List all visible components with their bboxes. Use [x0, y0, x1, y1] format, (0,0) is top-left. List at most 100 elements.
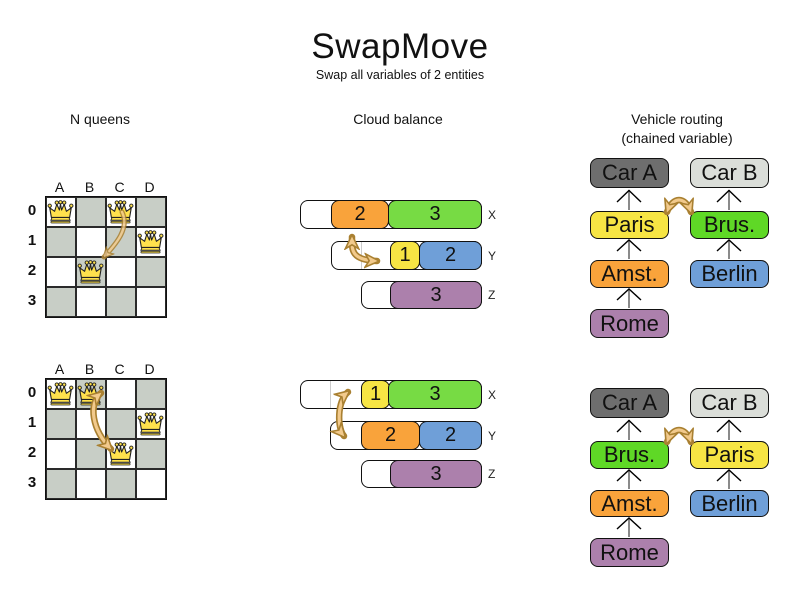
process-value: 1	[399, 244, 411, 266]
cloud-row-label: Z	[488, 288, 496, 302]
cloud-row-label: Y	[488, 429, 497, 443]
vrp-node-berlin-before: Berlin	[690, 260, 769, 288]
swap-arrow-icon	[663, 196, 695, 212]
cloud-row-label: X	[488, 388, 497, 402]
cloud-process-block: 2	[419, 421, 482, 450]
vrp-node-label: Car A	[601, 160, 658, 185]
vrp-header-line2: (chained variable)	[621, 130, 733, 146]
col-label: C	[114, 361, 126, 377]
queen-icon	[107, 200, 134, 224]
queen-icon	[137, 412, 164, 436]
row-label: 1	[27, 414, 37, 431]
board-cell	[46, 469, 76, 499]
vrp-node-label: Rome	[600, 539, 659, 565]
row-label: 0	[27, 384, 37, 401]
board-cell	[46, 227, 76, 257]
board-row-labels-after: 0 1 2 3	[22, 378, 42, 498]
vrp-node-amst-after: Amst.	[590, 490, 669, 517]
board-cell	[46, 287, 76, 317]
cloud-row-label: Z	[488, 467, 496, 481]
vrp-node-car-b-before: Car B	[690, 158, 769, 188]
cloud-row-label: Y	[488, 249, 497, 263]
page-title: SwapMove	[311, 27, 489, 66]
col-label: A	[54, 179, 66, 195]
vrp-node-brus-before: Brus.	[690, 211, 769, 239]
vrp-node-label: Car B	[701, 160, 758, 185]
cloud-process-block: 1	[390, 241, 420, 270]
board-cell	[106, 379, 136, 409]
board-cell	[46, 257, 76, 287]
process-value: 3	[430, 462, 442, 485]
cloud-process-block: 3	[390, 281, 482, 309]
cloud-process-block: 1	[361, 380, 390, 409]
process-value: 2	[384, 424, 397, 446]
board-cell	[136, 379, 166, 409]
board-cell	[76, 287, 106, 317]
grid-divider	[361, 242, 362, 269]
swap-arrow-icon	[663, 426, 695, 442]
vrp-node-car-a-after: Car A	[590, 388, 669, 418]
vrp-node-car-b-after: Car B	[690, 388, 769, 418]
cloud-header: Cloud balance	[353, 111, 443, 127]
board-cell	[136, 257, 166, 287]
board-cell	[76, 469, 106, 499]
vrp-node-label: Rome	[600, 310, 659, 336]
board-cell	[106, 227, 136, 257]
board-cell	[136, 197, 166, 227]
board-cell	[76, 409, 106, 439]
queen-icon	[77, 260, 104, 284]
row-label: 2	[27, 444, 37, 461]
vrp-header-line1: Vehicle routing	[631, 111, 723, 127]
row-label: 1	[27, 232, 37, 249]
vrp-node-label: Paris	[704, 442, 755, 467]
board-cell	[46, 409, 76, 439]
board-col-labels-before: A B C D	[45, 179, 165, 195]
board-cell	[136, 287, 166, 317]
cloud-row-label: X	[488, 208, 497, 222]
row-label: 2	[27, 262, 37, 279]
cloud-process-block: 2	[419, 241, 482, 270]
board-cell	[76, 439, 106, 469]
cloud-process-block: 3	[388, 380, 482, 409]
col-label: B	[84, 361, 96, 377]
board-col-labels-after: A B C D	[45, 361, 165, 377]
process-value: 3	[429, 203, 441, 225]
vrp-node-amst-before: Amst.	[590, 260, 669, 288]
board-cell	[106, 469, 136, 499]
board-cell	[136, 409, 166, 439]
vrp-node-brus-after: Brus.	[590, 441, 669, 469]
col-label: A	[54, 361, 66, 377]
process-value: 3	[429, 383, 441, 405]
board-cell	[106, 439, 136, 469]
queen-icon	[77, 382, 104, 406]
cloud-process-block: 2	[331, 200, 389, 229]
board-cell	[76, 227, 106, 257]
queen-icon	[47, 382, 74, 406]
col-label: C	[114, 179, 126, 195]
board-cell	[136, 469, 166, 499]
board-cell	[46, 197, 76, 227]
vrp-node-paris-after: Paris	[690, 441, 769, 469]
cloud-process-block: 3	[390, 460, 482, 488]
vrp-node-label: Berlin	[701, 261, 758, 286]
process-value: 3	[430, 283, 442, 306]
board-row-labels-before: 0 1 2 3	[22, 196, 42, 316]
vrp-node-berlin-after: Berlin	[690, 490, 769, 517]
board-cell	[106, 287, 136, 317]
col-label: B	[84, 179, 96, 195]
chain-arrow-icon	[616, 189, 742, 308]
queen-icon	[137, 230, 164, 254]
board-cell	[46, 379, 76, 409]
cloud-process-block: 2	[361, 421, 420, 450]
vrp-node-label: Brus.	[703, 212, 756, 237]
vrp-node-label: Amst.	[601, 490, 658, 516]
process-value: 2	[444, 244, 457, 266]
vrp-node-rome-after: Rome	[590, 538, 669, 567]
vrp-node-label: Amst.	[601, 261, 658, 286]
chessboard-after	[45, 378, 167, 500]
chain-arrow-icon	[616, 419, 742, 537]
grid-divider	[330, 381, 331, 408]
process-value: 1	[369, 383, 382, 405]
queen-icon	[47, 200, 74, 224]
vrp-node-label: Car A	[601, 390, 658, 415]
